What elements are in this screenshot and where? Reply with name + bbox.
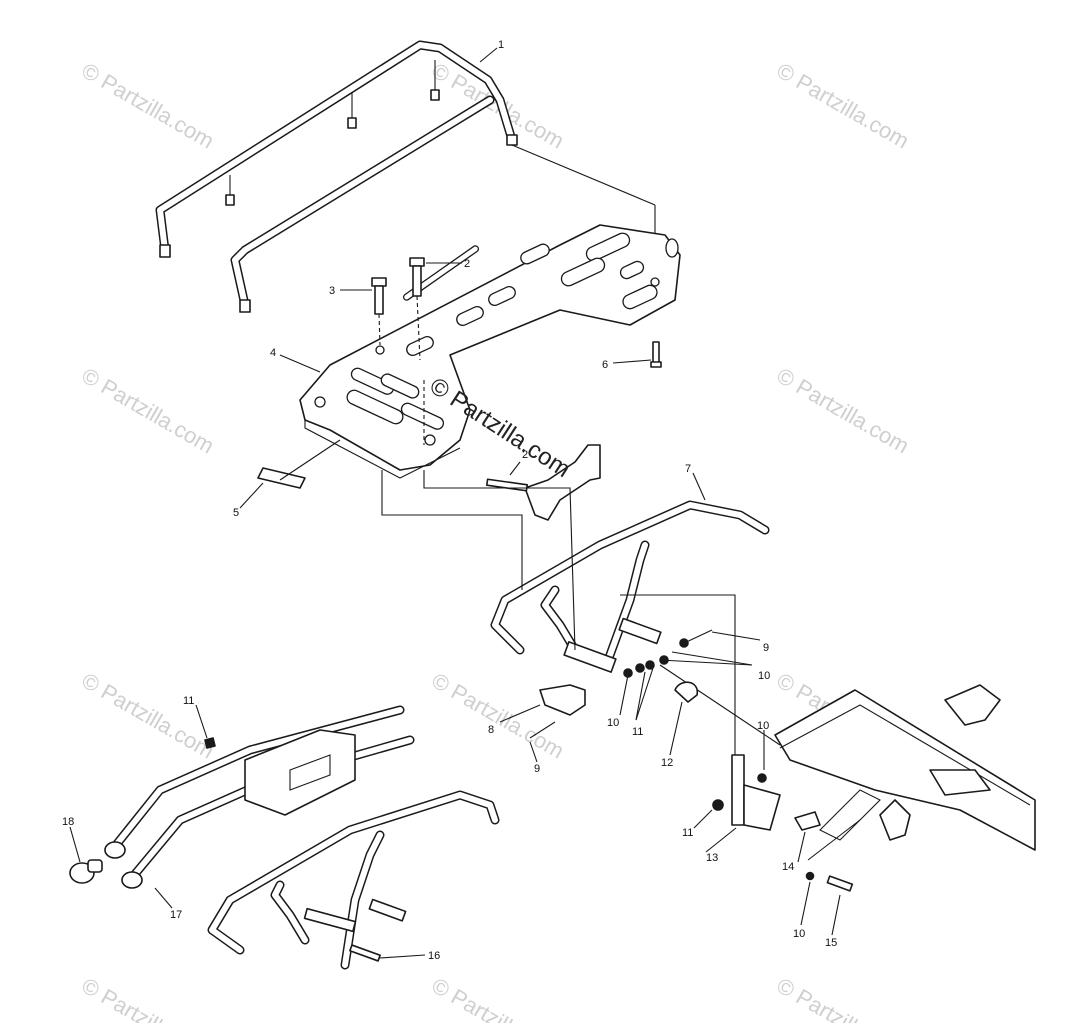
- rack-plate-part-4: [299, 224, 681, 479]
- watermark: © Partzilla.com: [428, 973, 569, 1023]
- front-bumper-part-17: [104, 705, 415, 889]
- callout-11-mid: 11: [632, 726, 643, 738]
- callout-18: 18: [62, 816, 74, 828]
- watermark: © Partzilla.com: [78, 363, 219, 459]
- callout-16: 16: [428, 950, 440, 962]
- callout-10-right: 10: [757, 720, 769, 732]
- lower-rack-tube-part-16: [207, 790, 500, 970]
- callout-14: 14: [782, 861, 794, 873]
- bolts-parts-2-3-6: [371, 257, 662, 445]
- callout-12: 12: [661, 757, 673, 769]
- bracket-part-13: [712, 754, 781, 831]
- callout-leaders: [69, 47, 841, 959]
- callout-8: 8: [488, 724, 494, 736]
- watermark-layer: © Partzilla.com © Partzilla.com © Partzi…: [78, 58, 914, 1023]
- cap-part-18: [69, 859, 103, 884]
- callout-9-lower: 9: [534, 763, 540, 775]
- callout-11-right: 11: [682, 827, 693, 839]
- watermark: © Partzilla.com: [78, 973, 219, 1023]
- watermark: © Partzilla.com: [773, 363, 914, 459]
- callout-4: 4: [270, 347, 276, 359]
- callout-labels: 1 2 3 4 5 6 2 7 9 10 10 11 12 8 9 10 11 …: [62, 39, 837, 962]
- watermark: © Partzilla.com: [773, 58, 914, 154]
- callout-10-mid: 10: [607, 717, 619, 729]
- rack-tube-part-1: [155, 40, 656, 313]
- callout-7: 7: [685, 463, 691, 475]
- callout-5: 5: [233, 507, 239, 519]
- callout-15: 15: [825, 937, 837, 949]
- watermark: © Partzilla.com: [773, 973, 914, 1023]
- callout-17: 17: [170, 909, 182, 921]
- leader-lines: [381, 470, 861, 861]
- callout-2-lower: 2: [522, 449, 528, 461]
- callout-9-upper: 9: [763, 642, 769, 654]
- callout-6: 6: [602, 359, 608, 371]
- callout-11-left: 11: [183, 695, 194, 707]
- watermark: © Partzilla.com: [78, 668, 219, 764]
- frame-assembly: [774, 684, 1036, 851]
- callout-1: 1: [498, 39, 504, 51]
- bumper-tube-part-7: [490, 500, 770, 673]
- callout-3: 3: [329, 285, 335, 297]
- callout-2: 2: [464, 258, 470, 270]
- watermark: © Partzilla.com: [78, 58, 219, 154]
- callout-10-bottom: 10: [793, 928, 805, 940]
- callout-10-upper: 10: [758, 670, 770, 682]
- watermark: © Partzilla.com: [428, 668, 569, 764]
- clip-part-14: [794, 811, 821, 831]
- reflector-part-5: [257, 439, 341, 489]
- callout-13: 13: [706, 852, 718, 864]
- hardware-parts-9-10-11-12: [529, 629, 854, 892]
